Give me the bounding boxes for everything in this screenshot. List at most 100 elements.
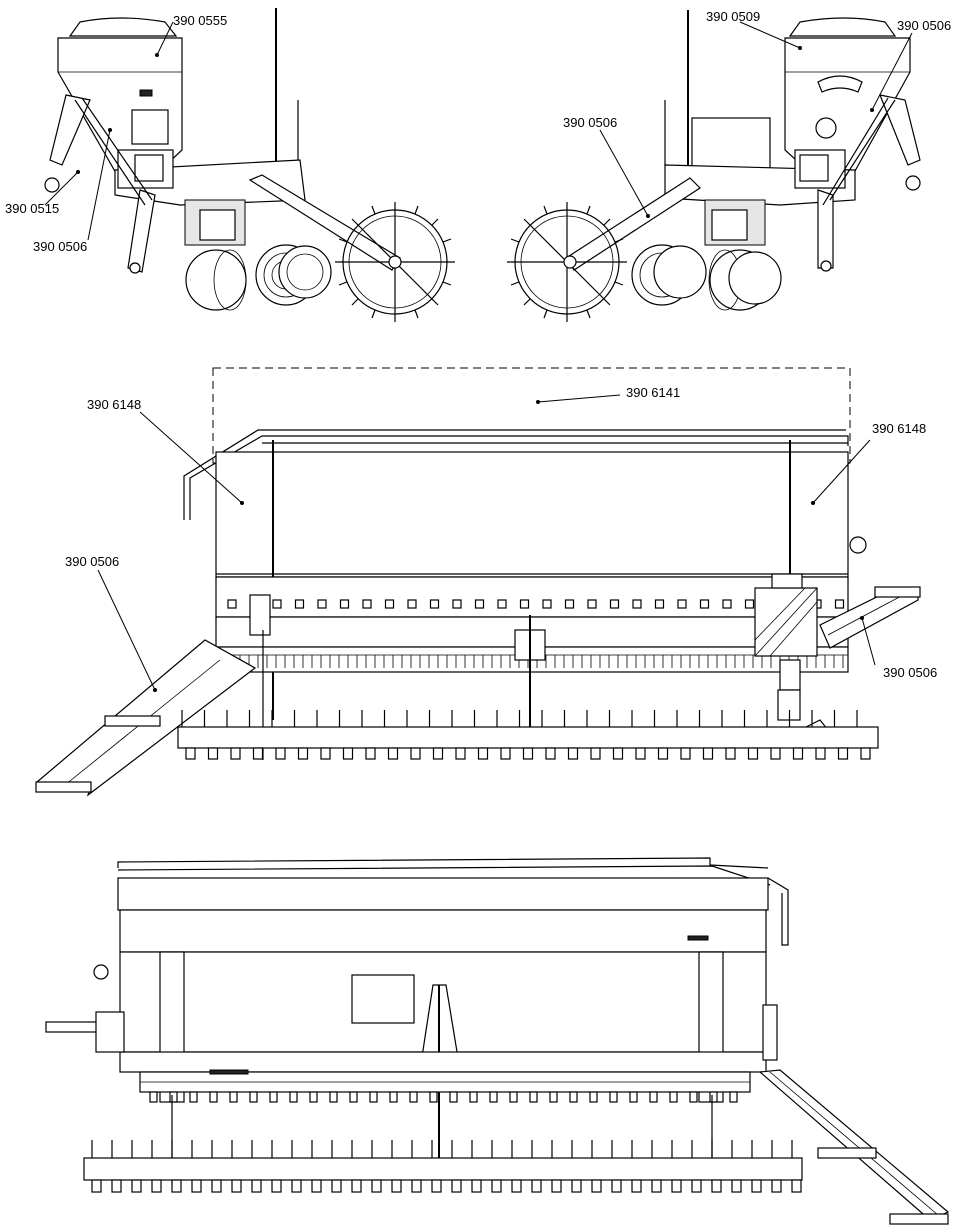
rear-bolt [669, 1091, 678, 1103]
label-leg-left: 390 0506 [65, 554, 120, 569]
rear-bolt [489, 1091, 498, 1103]
harrow-foot [631, 1179, 642, 1193]
harrow-foot [171, 1179, 182, 1193]
rear-bolt [549, 1091, 558, 1103]
harrow-foot [331, 1179, 342, 1193]
harrow-foot [860, 747, 871, 760]
label-leg-right: 390 0506 [883, 665, 938, 680]
label-side-panel-left: 390 6148 [87, 397, 142, 412]
harrow-foot [411, 1179, 422, 1193]
rear-bolt [589, 1091, 598, 1103]
harrow-foot [471, 1179, 482, 1193]
meter-slot [834, 599, 845, 609]
rear-bolt [449, 1091, 458, 1103]
harrow-foot [455, 747, 466, 760]
harrow-foot [451, 1179, 462, 1193]
rear-bolt [209, 1091, 218, 1103]
meter-slot [452, 599, 462, 609]
side-view-left [44, 8, 455, 322]
harrow-foot [342, 747, 354, 760]
packer-wheel-left [335, 202, 455, 322]
harrow-foot [311, 1179, 322, 1193]
support-leg-right [819, 586, 921, 649]
rear-bolt [249, 1091, 258, 1103]
harrow-foot [391, 1179, 402, 1193]
meter-slot [609, 599, 620, 609]
support-leg-rear [758, 1069, 950, 1225]
harrow-foot [725, 747, 736, 760]
harrow-foot [320, 747, 331, 760]
rear-bolt [169, 1091, 178, 1103]
label-arm-right-inner: 390 0506 [563, 115, 618, 130]
harrow-foot [230, 747, 241, 760]
meter-slot [564, 599, 575, 609]
disc-left [185, 249, 247, 311]
harrow-foot [131, 1179, 142, 1193]
harrow-foot [351, 1179, 362, 1193]
harrow-foot [387, 747, 399, 760]
harrow-foot [271, 1179, 282, 1193]
meter-slot [384, 599, 395, 609]
rear-bolt [309, 1091, 318, 1103]
rear-bolt [469, 1091, 478, 1103]
meter-slot [699, 599, 710, 609]
harrow-foot [671, 1179, 682, 1193]
rear-bolt [349, 1091, 358, 1103]
harrow-foot [567, 747, 579, 760]
harrow-foot [500, 747, 511, 760]
rear-bolt [229, 1091, 238, 1103]
harrow-foot [291, 1179, 302, 1193]
harrow-foot [571, 1179, 582, 1193]
support-leg-left [35, 639, 257, 797]
harrow-foot [792, 747, 804, 760]
harrow-foot [531, 1179, 542, 1193]
rear-bolt [369, 1091, 378, 1103]
rear-bolt [689, 1091, 698, 1103]
harrow-foot [612, 747, 624, 760]
harrow-foot [511, 1179, 522, 1193]
harrow-foot [791, 1179, 802, 1193]
label-side-panel-right: 390 6148 [872, 421, 927, 436]
meter-slot [339, 599, 350, 609]
harrow-foot [590, 747, 601, 760]
packer-wheel-right [507, 202, 627, 322]
hopper-lid-left [68, 17, 178, 37]
label-arm-left: 390 0506 [33, 239, 88, 254]
harrow-foot [477, 747, 489, 760]
label-cover: 390 6141 [626, 385, 681, 400]
harrow-foot [432, 747, 444, 760]
harrow-foot [770, 747, 781, 760]
harrow-foot [691, 1179, 702, 1193]
harrow-foot [611, 1179, 622, 1193]
label-hopper-right: 390 0509 [706, 9, 761, 24]
rear-bolt [289, 1091, 298, 1103]
rear-bolt [429, 1091, 438, 1103]
rear-bolt [409, 1091, 418, 1103]
harrow-foot [371, 1179, 382, 1193]
harrow-foot [680, 747, 691, 760]
rear-bolt [269, 1091, 278, 1103]
harrow-foot [251, 1179, 262, 1193]
rear-bolt [529, 1091, 538, 1103]
harrow-foot [365, 747, 376, 760]
harrow-foot [837, 747, 849, 760]
meter-slot [519, 599, 530, 609]
harrow-foot [410, 747, 421, 760]
harrow-foot [771, 1179, 782, 1193]
meter-slot [632, 599, 642, 609]
harrow-foot [191, 1179, 202, 1193]
harrow-foot [702, 747, 714, 760]
harrow-foot [522, 747, 534, 760]
harrow-foot [275, 747, 286, 760]
side-view-right [507, 10, 921, 322]
harrow-foot [491, 1179, 502, 1193]
meter-slot [317, 599, 327, 609]
harrow-foot [151, 1179, 162, 1193]
harrow-foot [731, 1179, 742, 1193]
meter-slot [744, 599, 755, 609]
meter-slot [362, 599, 372, 609]
meter-slot [722, 599, 732, 609]
harrow-foot [815, 747, 826, 760]
rear-bolt [569, 1091, 578, 1103]
